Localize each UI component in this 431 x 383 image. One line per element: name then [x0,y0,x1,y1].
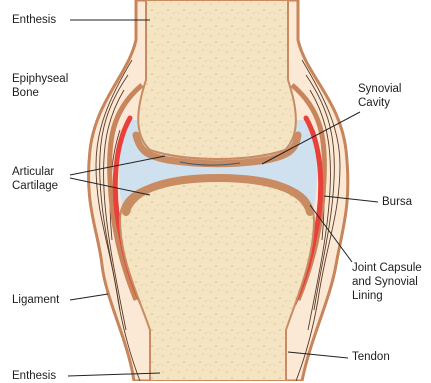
label-enthesis-top: Enthesis [12,13,56,27]
leader-ligament [70,294,108,300]
label-synovial-cavity: Synovial Cavity [358,82,401,110]
label-epiphyseal-bone: Epiphyseal Bone [12,72,68,100]
lower-bone [120,178,314,381]
label-articular-cartilage: Articular Cartilage [12,165,58,193]
label-ligament: Ligament [12,293,59,307]
upper-bone [138,0,296,159]
label-tendon: Tendon [352,350,390,364]
label-joint-capsule: Joint Capsule and Synovial Lining [352,261,422,303]
label-bursa: Bursa [382,195,412,209]
